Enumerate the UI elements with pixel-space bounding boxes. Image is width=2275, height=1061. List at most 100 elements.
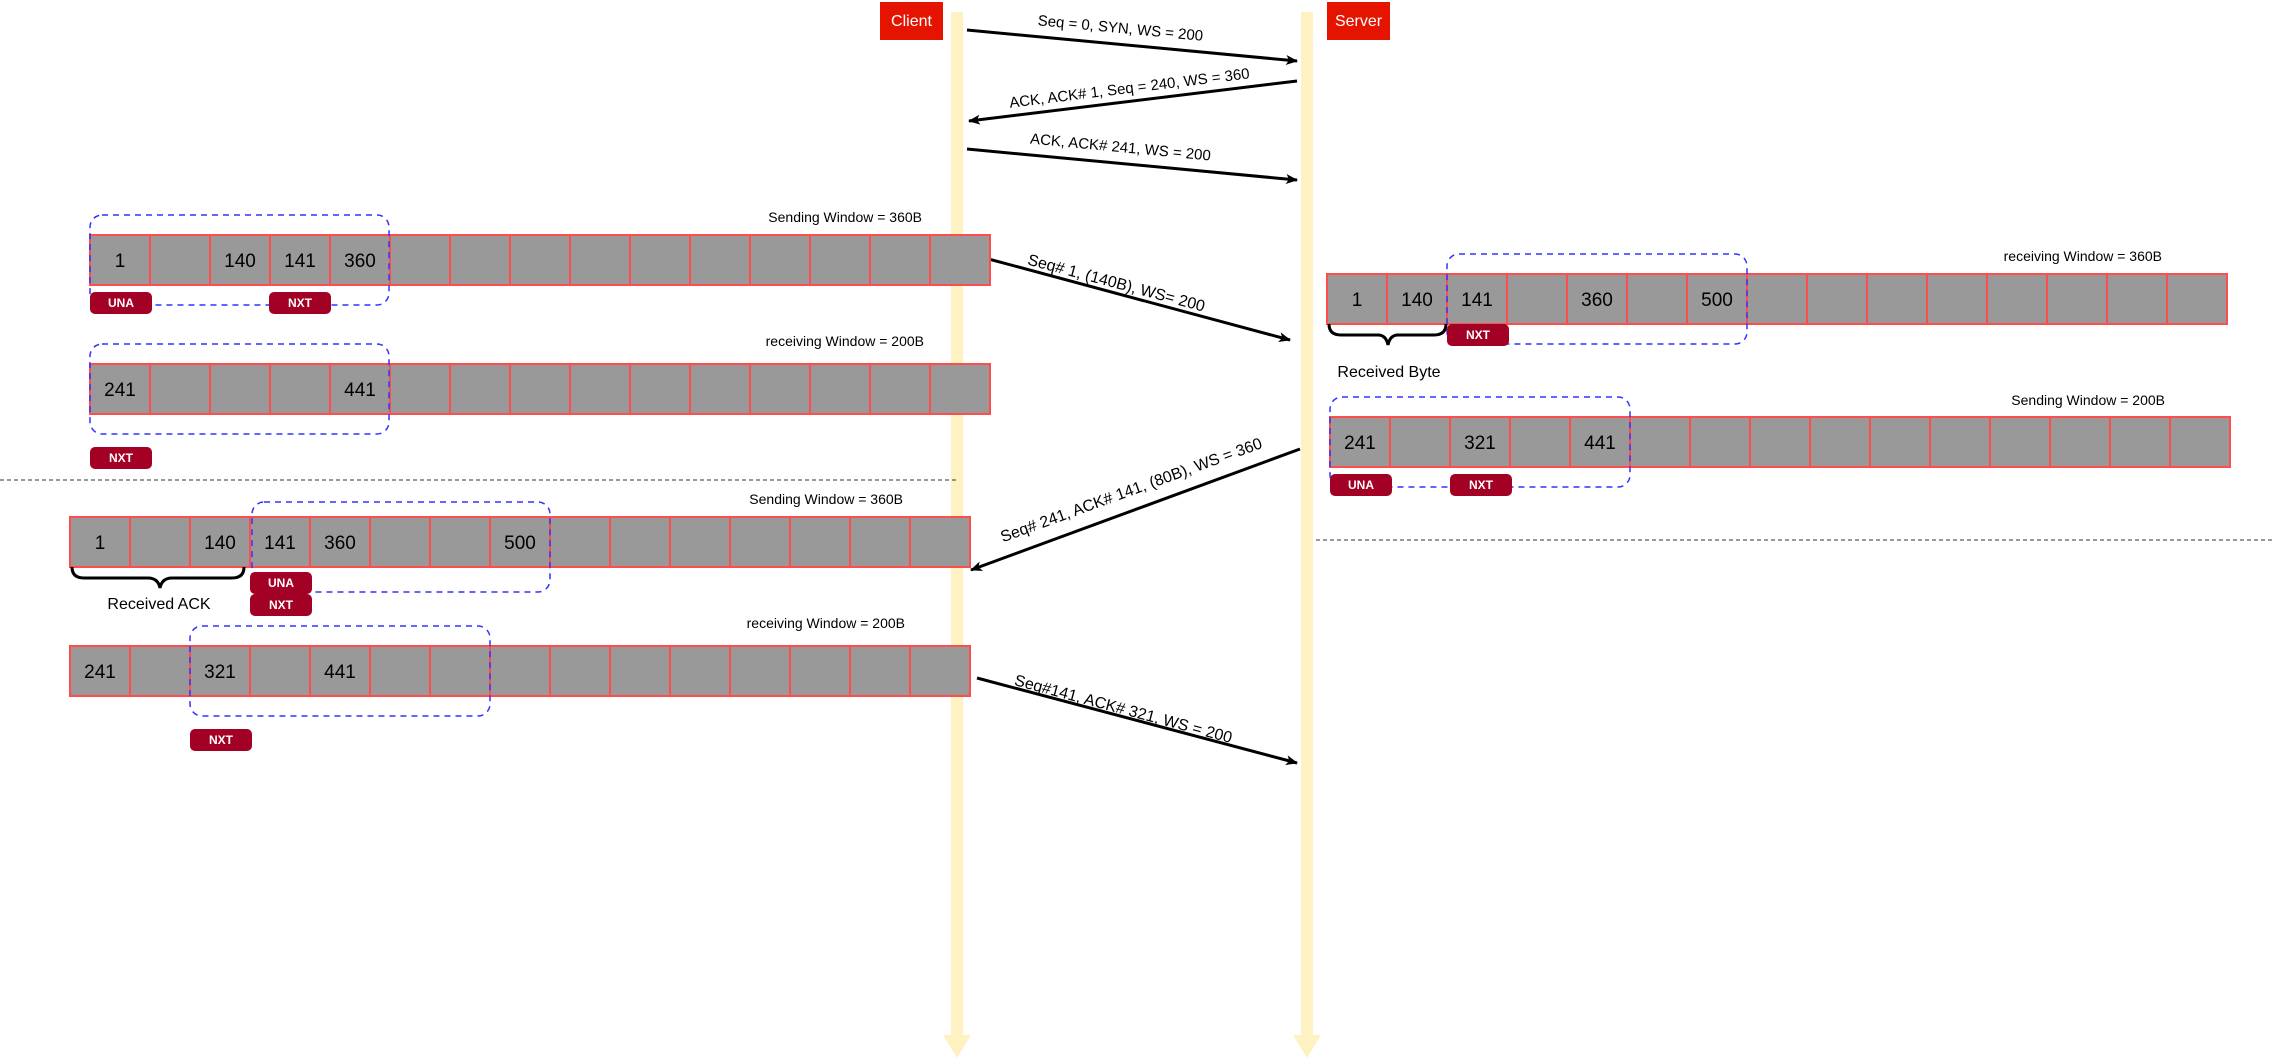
buffer-cell <box>1389 416 1451 468</box>
buffer-cell <box>369 645 431 697</box>
buffer-cell <box>249 645 311 697</box>
svg-text:UNA: UNA <box>1348 478 1374 492</box>
svg-text:NXT: NXT <box>269 598 294 612</box>
buffer-cell <box>129 516 191 568</box>
svg-text:NXT: NXT <box>209 733 234 747</box>
buffer-cell <box>689 234 751 286</box>
message-data-1: Seq# 1, (140B), WS= 200 <box>969 252 1291 342</box>
buffer-cell <box>1749 416 1811 468</box>
server-lifeline <box>1293 12 1321 1058</box>
buffer-cell: 141 <box>1446 273 1508 325</box>
buffer-cell <box>2106 273 2168 325</box>
svg-text:UNA: UNA <box>268 576 294 590</box>
buffer-cell <box>1809 416 1871 468</box>
buffer-cell <box>389 234 451 286</box>
buffer-cell: 441 <box>309 645 371 697</box>
buffer-cell: 141 <box>269 234 331 286</box>
una-tag: UNA <box>1330 474 1392 496</box>
message-syn: Seq = 0, SYN, WS = 200 <box>966 12 1298 65</box>
message-data-3: Seq#141, ACK# 321, WS = 200 <box>976 672 1298 766</box>
buffer-cell-value: 1 <box>95 533 106 554</box>
buffer-cell-value: 241 <box>84 662 116 683</box>
buffer-cell <box>1509 416 1571 468</box>
buffer-cell <box>869 234 931 286</box>
buffer-cell <box>929 234 991 286</box>
buffer-cell-value: 140 <box>1401 290 1433 311</box>
received-byte-brace: Received Byte <box>1327 323 1448 381</box>
buffer-cell: 321 <box>1449 416 1511 468</box>
buffer-cell-value: 140 <box>204 533 236 554</box>
buffer-cell-value: 141 <box>284 251 316 272</box>
buffer-cell: 500 <box>489 516 551 568</box>
buffer-cell <box>569 363 631 415</box>
receiving-window-outline <box>89 343 390 435</box>
buffer-cell <box>669 645 731 697</box>
buffer-cell: 360 <box>1566 273 1628 325</box>
buffer-title: receiving Window = 200B <box>747 615 905 631</box>
una-tag: UNA <box>250 572 312 594</box>
buffer-cell <box>149 234 211 286</box>
buffer-cell: 441 <box>1569 416 1631 468</box>
buffer-cell <box>269 363 331 415</box>
buffer-cell-value: 500 <box>1701 290 1733 311</box>
buffer-cell <box>1746 273 1808 325</box>
buffer-cell <box>149 363 211 415</box>
buffer-cell <box>549 516 611 568</box>
buffer-cell: 500 <box>1686 273 1748 325</box>
buffer-cell <box>629 363 691 415</box>
nxt-tag: NXT <box>190 729 252 751</box>
buffer-cell-value: 141 <box>264 533 296 554</box>
buffer-cell <box>1866 273 1928 325</box>
nxt-tag: NXT <box>1447 324 1509 346</box>
buffer-cell <box>629 234 691 286</box>
svg-text:NXT: NXT <box>288 296 313 310</box>
buffer-cell <box>389 363 451 415</box>
buffer-cell: 1 <box>69 516 131 568</box>
buffer-cell <box>609 516 671 568</box>
message-ack: ACK, ACK# 241, WS = 200 <box>966 131 1298 184</box>
message-syn-ack: ACK, ACK# 1, Seq = 240, WS = 360 <box>968 65 1298 125</box>
server-receiving-buffer: 1 140 141 360 500 receiving Window = 360B <box>1326 248 2228 345</box>
received-byte-label: Received Byte <box>1337 364 1440 381</box>
buffer-cell-value: 241 <box>1344 433 1376 454</box>
buffer-cell: 321 <box>189 645 251 697</box>
buffer-cell <box>729 645 791 697</box>
message-syn-ack-label: ACK, ACK# 1, Seq = 240, WS = 360 <box>1008 65 1250 111</box>
buffer-cell-value: 241 <box>104 380 136 401</box>
nxt-tag: NXT <box>1450 474 1512 496</box>
buffer-cell-value: 441 <box>1584 433 1616 454</box>
buffer-cell-value: 360 <box>324 533 356 554</box>
buffer-cell: 1 <box>89 234 151 286</box>
buffer-cell-value: 140 <box>224 251 256 272</box>
buffer-cell <box>789 645 851 697</box>
message-data-2-label: Seq# 241, ACK# 141, (80B), WS = 360 <box>998 435 1264 546</box>
buffer-cell-value: 1 <box>1352 290 1363 311</box>
buffer-cell <box>2046 273 2108 325</box>
buffer-cell-value: 441 <box>344 380 376 401</box>
buffer-cell <box>749 234 811 286</box>
buffer-cell: 441 <box>329 363 391 415</box>
buffer-cell: 360 <box>329 234 391 286</box>
server-label: Server <box>1335 13 1383 30</box>
buffer-cell <box>849 516 911 568</box>
buffer-cell <box>1506 273 1568 325</box>
buffer-cell <box>809 234 871 286</box>
buffer-cell <box>1869 416 1931 468</box>
buffer-cell: 360 <box>309 516 371 568</box>
buffer-cell <box>489 645 551 697</box>
buffer-cell-value: 321 <box>204 662 236 683</box>
buffer-cell <box>909 645 971 697</box>
message-ack-label: ACK, ACK# 241, WS = 200 <box>1029 131 1211 165</box>
sending-window-outline <box>251 501 551 593</box>
buffer-title: receiving Window = 360B <box>2004 248 2162 264</box>
una-tag: UNA <box>90 292 152 314</box>
buffer-cell <box>2049 416 2111 468</box>
buffer-cell <box>749 363 811 415</box>
buffer-cell-value: 500 <box>504 533 536 554</box>
client-receiving-buffer-after-data: 241 321 441 receiving Window = 200B <box>69 615 971 717</box>
buffer-cell <box>429 645 491 697</box>
buffer-cell <box>2109 416 2171 468</box>
